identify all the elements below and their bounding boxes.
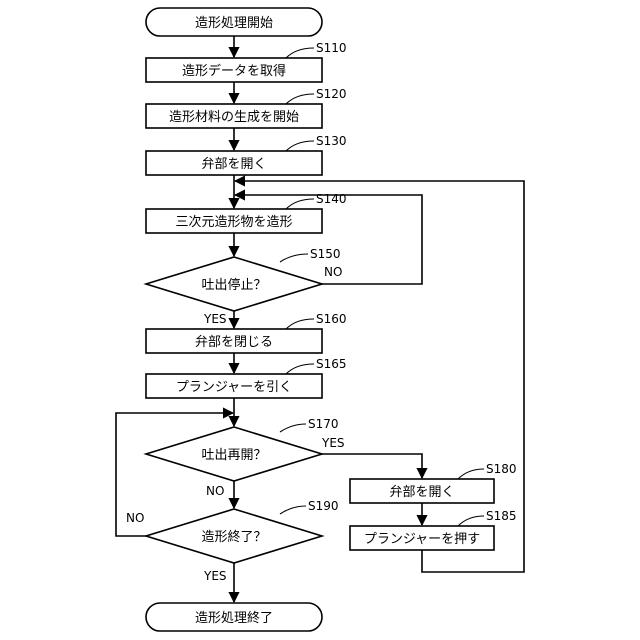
s150-no-label: NO — [324, 265, 342, 279]
step-id-s130: S130 — [316, 134, 347, 148]
step-id-s180: S180 — [486, 462, 517, 476]
step-id-leader-s120 — [286, 94, 314, 104]
decision-s170-label: 吐出再開？ — [201, 448, 266, 463]
step-id-leader-s190 — [280, 506, 306, 514]
step-id-leader-s185 — [458, 516, 484, 526]
start-label: 造形処理開始 — [195, 16, 273, 31]
decision-s150-label: 吐出停止？ — [201, 277, 266, 293]
process-s180-label: 弁部を開く — [389, 485, 454, 500]
step-id-leader-s140 — [286, 199, 314, 209]
process-s165-label: プランジャーを引く — [176, 380, 292, 395]
step-id-s170: S170 — [308, 417, 339, 431]
step-id-leader-s150 — [280, 254, 308, 262]
s150-yes-label: YES — [203, 312, 227, 326]
process-s160-label: 弁部を閉じる — [195, 335, 273, 350]
s170-yes-label: YES — [321, 436, 345, 450]
process-s185-label: プランジャーを押す — [364, 532, 480, 547]
decision-s190-label: 造形終了？ — [201, 529, 266, 545]
s190-yes-label: YES — [203, 569, 227, 583]
connector-s170-yes — [322, 454, 422, 478]
process-s130-label: 弁部を開く — [201, 157, 266, 172]
step-id-s150: S150 — [310, 247, 341, 261]
process-s140-label: 三次元造形物を造形 — [175, 214, 292, 230]
process-s110-label: 造形データを取得 — [182, 63, 286, 79]
step-id-s160: S160 — [316, 312, 347, 326]
s170-no-label: NO — [206, 484, 224, 498]
process-s120-label: 造形材料の生成を開始 — [169, 110, 299, 125]
end-label: 造形処理終了 — [195, 610, 273, 626]
step-id-s185: S185 — [486, 509, 517, 523]
step-id-leader-s180 — [458, 469, 484, 479]
step-id-leader-s130 — [286, 141, 314, 151]
step-id-leader-s110 — [286, 48, 314, 58]
step-id-s110: S110 — [316, 41, 347, 55]
step-id-s190: S190 — [308, 499, 339, 513]
step-id-s140: S140 — [316, 192, 347, 206]
step-id-s165: S165 — [316, 357, 347, 371]
s190-no-label: NO — [126, 511, 144, 525]
step-id-leader-s170 — [280, 424, 306, 432]
step-id-leader-s160 — [286, 319, 314, 329]
step-id-leader-s165 — [286, 364, 314, 374]
step-id-s120: S120 — [316, 87, 347, 101]
